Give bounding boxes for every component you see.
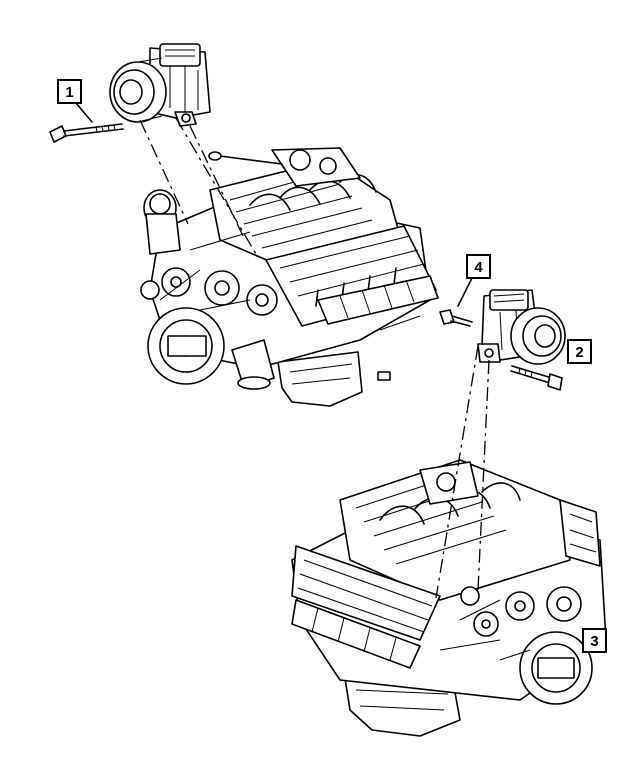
- callout-4: 4: [466, 254, 491, 279]
- leader-lines: [139, 117, 490, 599]
- compressor-top: [109, 43, 211, 127]
- callout-1: 1: [57, 79, 82, 104]
- bolt-1: [49, 123, 124, 143]
- callout-1-leader: [75, 102, 93, 123]
- callout-2: 2: [567, 339, 592, 364]
- callout-2-label: 2: [575, 344, 583, 361]
- callout-4-label: 4: [474, 259, 483, 276]
- callout-3-label: 3: [590, 633, 598, 650]
- bolt-2: [510, 365, 563, 391]
- bolt-4: [439, 309, 473, 327]
- callout-1-label: 1: [65, 84, 73, 101]
- callout-3: 3: [582, 628, 607, 653]
- engine-upper: [140, 147, 439, 407]
- callout-4-leader: [457, 277, 473, 307]
- compressor-middle: [477, 289, 566, 365]
- engine-lower: [291, 459, 607, 737]
